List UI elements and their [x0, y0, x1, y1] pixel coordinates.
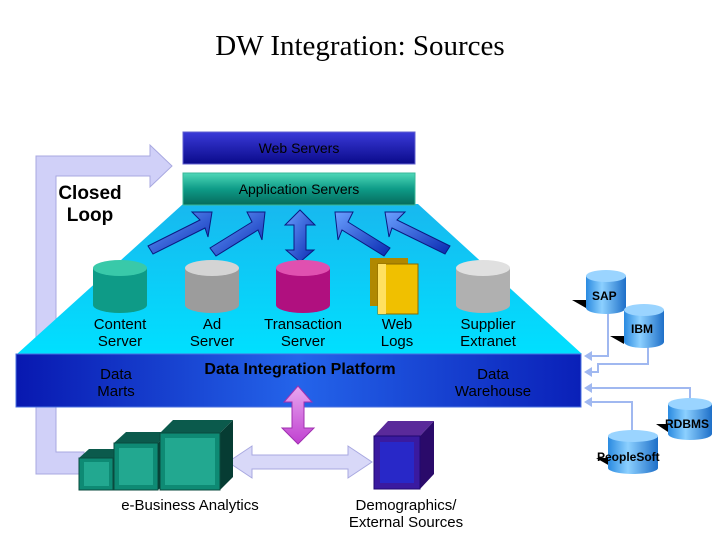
- closed-loop-line2: Loop: [66, 205, 114, 226]
- data-warehouse-label: Data Warehouse: [440, 366, 546, 400]
- web-servers-bar[interactable]: [182, 131, 416, 165]
- data-marts-line1: Data: [100, 366, 132, 383]
- source-label-supplier: Supplier Extranet: [440, 316, 536, 350]
- peoplesoft-database-icon[interactable]: [596, 430, 658, 474]
- closed-loop-label: Closed Loop: [40, 183, 140, 227]
- source-line2: Logs: [380, 333, 414, 350]
- flow-arrow-ad: [209, 211, 266, 257]
- demographics-line1: Demographics/: [355, 497, 457, 514]
- source-line2: Server: [97, 333, 143, 350]
- flow-arrow-supplier: [384, 211, 451, 255]
- peoplesoft-label: PeopleSoft: [597, 450, 660, 464]
- sap-label: SAP: [592, 289, 617, 303]
- analytics-cubes[interactable]: [78, 420, 233, 491]
- source-label-content: Content Server: [73, 316, 167, 350]
- web-logs-icon[interactable]: [370, 258, 419, 315]
- rdbms-label: RDBMS: [665, 417, 709, 431]
- application-servers-bar[interactable]: [182, 172, 416, 206]
- demographics-cube[interactable]: [373, 421, 434, 490]
- application-servers-label: Application Servers: [238, 181, 360, 197]
- source-line2: Server: [280, 333, 326, 350]
- source-line2: Extranet: [460, 333, 516, 350]
- external-connectors: [590, 310, 691, 432]
- flow-arrow-weblogs: [334, 211, 391, 257]
- data-marts-line2: Marts: [97, 383, 135, 400]
- flow-arrow-content: [147, 211, 213, 255]
- transaction-server-cylinder[interactable]: [276, 260, 330, 313]
- source-label-weblogs: Web Logs: [362, 316, 432, 350]
- closed-loop-arrow: [35, 143, 173, 475]
- platform-vertical-arrow: [280, 385, 316, 445]
- source-label-transaction: Transaction Server: [250, 316, 356, 350]
- sap-database-icon[interactable]: [572, 270, 626, 314]
- connector-arrowheads: [584, 351, 592, 407]
- content-server-cylinder[interactable]: [93, 260, 147, 313]
- ad-server-cylinder[interactable]: [185, 260, 239, 313]
- demographics-label: Demographics/ External Sources: [326, 497, 486, 531]
- source-label-ad: Ad Server: [170, 316, 254, 350]
- ibm-database-icon[interactable]: [610, 304, 664, 348]
- web-servers-label: Web Servers: [258, 140, 340, 156]
- data-warehouse-line2: Warehouse: [454, 383, 532, 400]
- rdbms-database-icon[interactable]: [656, 398, 712, 440]
- data-marts-label: Data Marts: [76, 366, 156, 400]
- demographics-line2: External Sources: [348, 514, 464, 531]
- source-line1: Supplier: [460, 316, 516, 333]
- source-line1: Web: [381, 316, 413, 333]
- page-title: DW Integration: Sources: [215, 30, 505, 62]
- supplier-extranet-cylinder[interactable]: [456, 260, 510, 313]
- data-integration-platform-label: Data Integration Platform: [204, 361, 396, 378]
- ibm-label: IBM: [631, 322, 653, 336]
- source-line1: Ad: [202, 316, 222, 333]
- analytics-demographics-arrow: [227, 445, 373, 479]
- source-line1: Transaction: [264, 316, 342, 333]
- flow-arrows: [147, 209, 451, 263]
- e-business-analytics-label: e-Business Analytics: [121, 497, 259, 514]
- source-line1: Content: [93, 316, 147, 333]
- closed-loop-line1: Closed: [58, 183, 122, 204]
- source-line2: Server: [189, 333, 235, 350]
- data-warehouse-line1: Data: [477, 366, 509, 383]
